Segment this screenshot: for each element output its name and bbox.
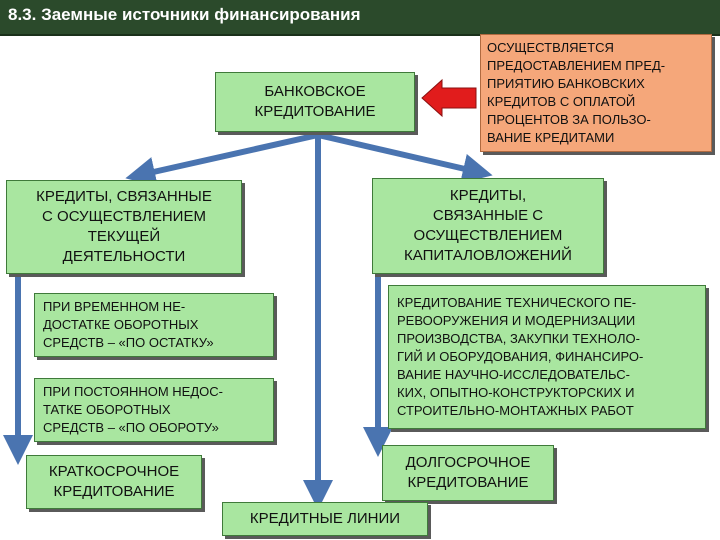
current-activity-credits-box: КРЕДИТЫ, СВЯЗАННЫЕ С ОСУЩЕСТВЛЕНИЕМ ТЕКУ… (6, 180, 242, 274)
title-bar: 8.3. Заемные источники финансирования (0, 0, 720, 36)
page-title: 8.3. Заемные источники финансирования (8, 5, 361, 24)
arrow-to-left-branch (125, 132, 319, 187)
temporary-shortage-box: ПРИ ВРЕМЕННОМ НЕ- ДОСТАТКЕ ОБОРОТНЫХ СРЕ… (34, 293, 274, 357)
capital-crediting-description-box: КРЕДИТОВАНИЕ ТЕХНИЧЕСКОГО ПЕ- РЕВООРУЖЕН… (388, 285, 706, 429)
arrow-to-right-branch (317, 132, 493, 184)
short-term-crediting-box: КРАТКОСРОЧНОЕ КРЕДИТОВАНИЕ (26, 455, 202, 509)
long-term-crediting-box: ДОЛГОСРОЧНОЕ КРЕДИТОВАНИЕ (382, 445, 554, 501)
capital-investment-credits-box: КРЕДИТЫ, СВЯЗАННЫЕ С ОСУЩЕСТВЛЕНИЕМ КАПИ… (372, 178, 604, 274)
bank-crediting-box: БАНКОВСКОЕ КРЕДИТОВАНИЕ (215, 72, 415, 132)
red-pointer-arrow (421, 78, 477, 118)
note-box: ОСУЩЕСТВЛЯЕТСЯ ПРЕДОСТАВЛЕНИЕМ ПРЕД- ПРИ… (480, 34, 712, 152)
permanent-shortage-box: ПРИ ПОСТОЯННОМ НЕДОС- ТАТКЕ ОБОРОТНЫХ СР… (34, 378, 274, 442)
credit-lines-box: КРЕДИТНЫЕ ЛИНИИ (222, 502, 428, 536)
